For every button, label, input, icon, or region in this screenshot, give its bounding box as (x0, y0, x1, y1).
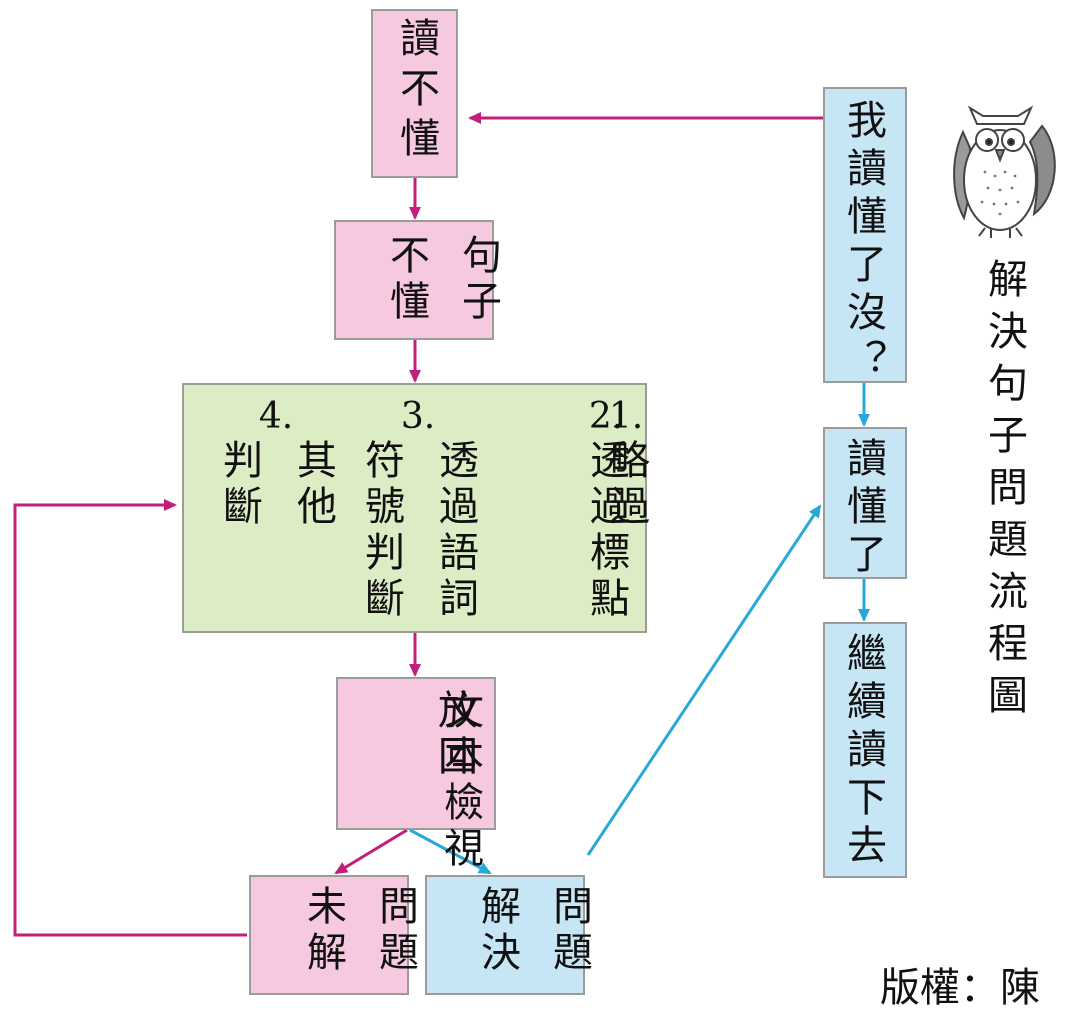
check-in-text-box: 文本檢視 放回 (336, 677, 496, 873)
arrow-check-to-solved (409, 828, 492, 875)
arrow-solved-to-understood (586, 504, 822, 856)
solved-col-right: 問題 (517, 885, 621, 977)
solved-box: 解決 問題 (425, 875, 592, 995)
method-2: 2. 透過標點 (502, 395, 710, 623)
unsolved-box: 未解 問題 (249, 875, 418, 995)
sentence-col-right-text: 句子 (455, 234, 501, 326)
method-3: 3. 透過語詞符號判斷 (344, 395, 492, 627)
method-1: 1. 略過 (574, 395, 678, 531)
not-understand-box: 讀不懂 (371, 9, 458, 178)
method-1-text: 略過 (603, 439, 649, 531)
method-2-number: 2. (588, 396, 624, 437)
method-1-number: 1. (608, 396, 644, 437)
understood-box: 讀懂了 (823, 427, 907, 581)
flowchart-canvas: 讀不懂 不懂 句子 4. 其他判斷 3. 透過語詞符號判斷 2. 透過標點 1.… (13, 9, 1056, 1011)
method-4: 4. 其他判斷 (202, 395, 350, 547)
method-3-text: 透過語詞符號判斷 (358, 439, 478, 623)
unsolved-col-left: 未解 (271, 885, 375, 977)
sentence-col-left: 不懂 (354, 234, 458, 326)
check-col-left-text: 文本檢視 (437, 689, 483, 873)
method-2-text: 透過標點 (583, 439, 629, 623)
continue-reading-box: 繼續讀下去 (823, 622, 907, 878)
not-understand-sentence-box: 不懂 句子 (334, 220, 501, 340)
continue-reading-label: 繼續讀下去 (840, 632, 886, 872)
understood-label: 讀懂了 (840, 437, 886, 581)
unsolved-col-left-text: 未解 (300, 885, 346, 977)
check-col-left: 文本檢視 (356, 689, 564, 873)
solved-col-right-text: 問題 (546, 885, 592, 977)
unsolved-col-right-text: 問題 (372, 885, 418, 977)
method-3-number: 3. (400, 396, 436, 437)
solved-col-left-text: 解決 (474, 885, 520, 977)
arrows-layer (13, 105, 1056, 937)
method-4-text: 其他判斷 (216, 439, 336, 531)
sentence-col-left-text: 不懂 (383, 234, 429, 326)
did-i-understand-label: 我讀懂了沒？ (840, 99, 886, 387)
did-i-understand-box: 我讀懂了沒？ (823, 87, 907, 387)
copyright-credit: 版權：陳 (880, 965, 1040, 1011)
arrow-unsolved-loop-back (13, 499, 247, 937)
owl-icon (953, 105, 1056, 238)
arrow-check-to-unsolved (334, 828, 408, 875)
unsolved-col-right: 問題 (343, 885, 447, 977)
method-4-number: 4. (258, 396, 294, 437)
solved-col-left: 解決 (445, 885, 549, 977)
diagram-title: 解決句子問題流程圖 (981, 258, 1027, 726)
methods-box: 4. 其他判斷 3. 透過語詞符號判斷 2. 透過標點 1. 略過 (182, 383, 649, 633)
check-col-right-text: 放回 (431, 689, 477, 781)
sentence-col-right: 句子 (426, 234, 530, 326)
check-col-right: 放回 (428, 689, 480, 821)
not-understand-label: 讀不懂 (393, 17, 439, 167)
